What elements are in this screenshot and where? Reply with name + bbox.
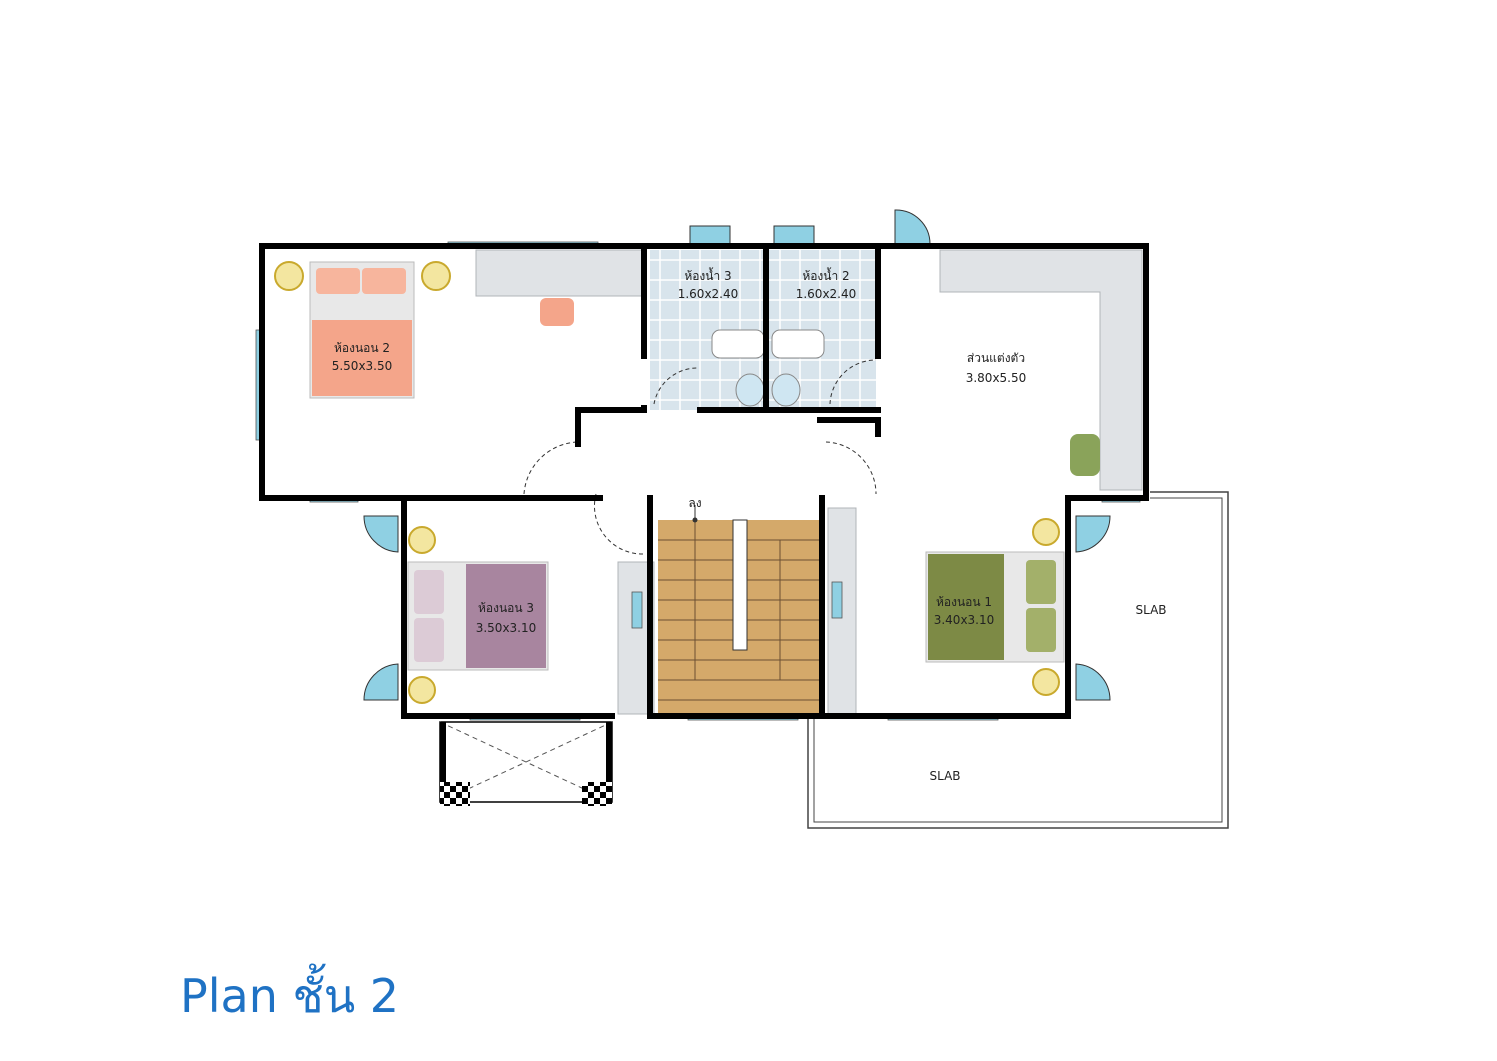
chair-bedroom-2	[540, 298, 574, 326]
dressing-size: 3.80x5.50	[966, 371, 1027, 385]
bedroom-2-size: 5.50x3.50	[332, 359, 393, 373]
walls	[259, 243, 1149, 719]
staircase	[658, 505, 820, 716]
bath-3-name: ห้องน้ำ 3	[684, 267, 731, 283]
exterior-doors	[363, 209, 1111, 701]
bath-2-size: 1.60x2.40	[796, 287, 857, 301]
plan-title: Plan ชั้น 2	[180, 969, 400, 1023]
bedroom-2-name: ห้องนอน 2	[334, 341, 390, 355]
bed-bedroom-2	[274, 261, 451, 399]
bed-bedroom-3	[407, 526, 549, 704]
door-swings	[523, 359, 877, 555]
stair-down-label: ลง	[688, 496, 701, 510]
bedroom-3-size: 3.50x3.10	[476, 621, 537, 635]
balcony	[439, 721, 613, 806]
bedroom-1-size: 3.40x3.10	[934, 613, 995, 627]
chair-dressing	[1070, 434, 1100, 476]
bedroom-3-name: ห้องนอน 3	[478, 601, 534, 615]
dressing-name: ส่วนแต่งตัว	[967, 351, 1025, 365]
slab-bottom-label: SLAB	[929, 769, 960, 783]
bath-2-name: ห้องน้ำ 2	[802, 267, 849, 283]
bath-fixtures	[711, 329, 825, 407]
bed-bedroom-1	[925, 518, 1065, 696]
bedroom-1-name: ห้องนอน 1	[936, 595, 992, 609]
bath-3-size: 1.60x2.40	[678, 287, 739, 301]
slab-areas	[807, 491, 1229, 829]
slab-right-label: SLAB	[1135, 603, 1166, 617]
